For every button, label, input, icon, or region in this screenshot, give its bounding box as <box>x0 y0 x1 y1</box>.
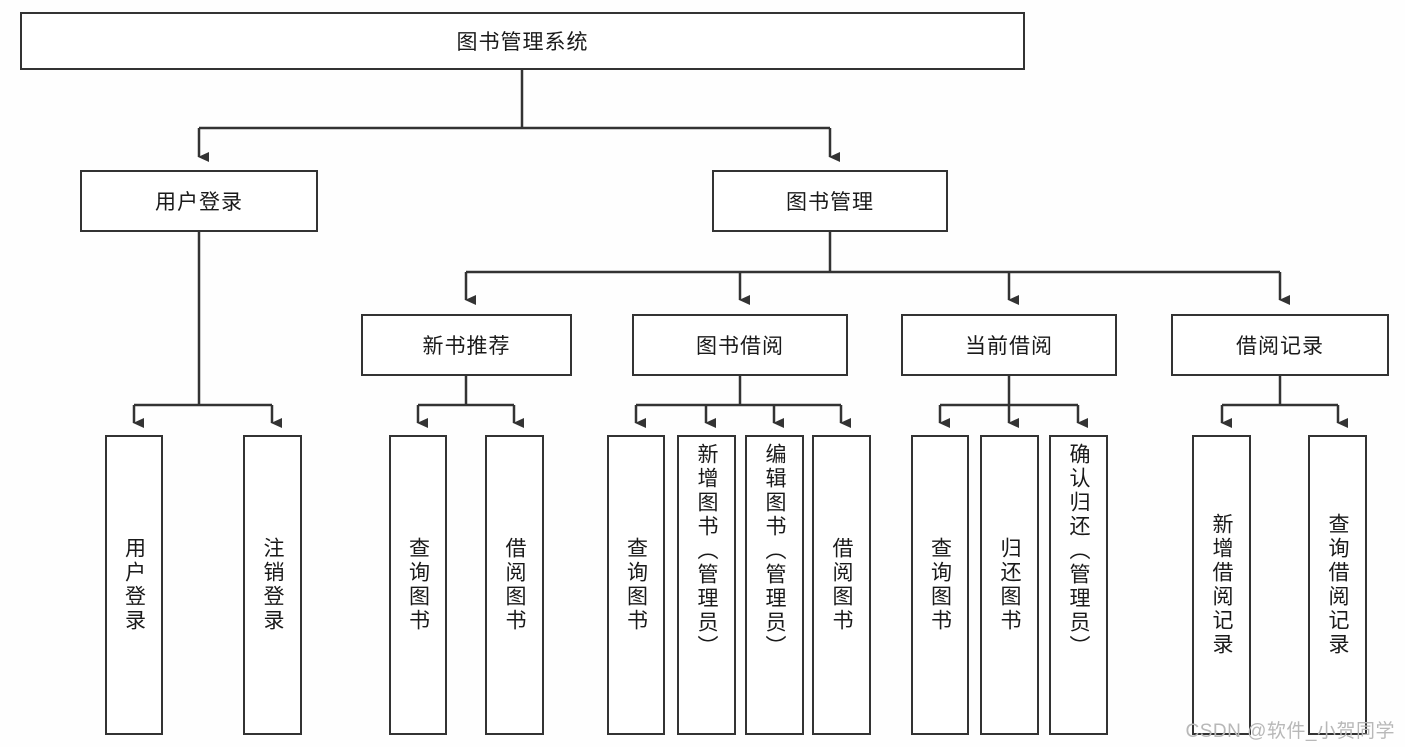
node-label: 确认归还（管理员） <box>1067 443 1090 659</box>
node-label: 查询图书 <box>406 537 430 633</box>
leaf-edit-book-admin[interactable]: 编辑图书（管理员） <box>745 435 804 735</box>
node-root-book-management-system[interactable]: 图书管理系统 <box>20 12 1025 70</box>
node-label: 当前借阅 <box>965 335 1053 358</box>
leaf-query-book-recommend[interactable]: 查询图书 <box>389 435 447 735</box>
node-label: 注销登录 <box>261 537 284 633</box>
node-label: 借阅图书 <box>830 537 853 633</box>
leaf-query-book-current[interactable]: 查询图书 <box>911 435 969 735</box>
leaf-borrow-book[interactable]: 借阅图书 <box>812 435 871 735</box>
node-label: 借阅记录 <box>1236 335 1324 358</box>
node-label: 图书管理系统 <box>456 31 589 54</box>
node-label: 新增借阅记录 <box>1210 513 1233 657</box>
leaf-return-book[interactable]: 归还图书 <box>980 435 1039 735</box>
leaf-logout[interactable]: 注销登录 <box>243 435 302 735</box>
node-user-login[interactable]: 用户登录 <box>80 170 318 232</box>
leaf-borrow-book-recommend[interactable]: 借阅图书 <box>485 435 544 735</box>
leaf-query-book-borrow[interactable]: 查询图书 <box>607 435 665 735</box>
node-borrow-record[interactable]: 借阅记录 <box>1171 314 1389 376</box>
node-book-borrow[interactable]: 图书借阅 <box>632 314 848 376</box>
node-label: 图书管理 <box>786 191 874 214</box>
node-label: 用户登录 <box>122 537 146 633</box>
watermark-text: CSDN @软件_小贺同学 <box>1185 721 1395 742</box>
node-label: 归还图书 <box>998 537 1021 633</box>
node-book-management[interactable]: 图书管理 <box>712 170 948 232</box>
node-label: 查询图书 <box>624 537 648 633</box>
node-label: 新增图书（管理员） <box>695 443 718 659</box>
node-label: 查询图书 <box>928 537 952 633</box>
node-label: 新书推荐 <box>422 335 511 358</box>
leaf-add-book-admin[interactable]: 新增图书（管理员） <box>677 435 736 735</box>
leaf-user-login[interactable]: 用户登录 <box>105 435 163 735</box>
node-label: 编辑图书（管理员） <box>763 443 786 659</box>
leaf-confirm-return-admin[interactable]: 确认归还（管理员） <box>1049 435 1108 735</box>
node-label: 图书借阅 <box>696 335 784 358</box>
node-current-borrow[interactable]: 当前借阅 <box>901 314 1117 376</box>
node-label: 借阅图书 <box>503 537 526 633</box>
node-label: 查询借阅记录 <box>1326 513 1349 657</box>
leaf-query-borrow-record[interactable]: 查询借阅记录 <box>1308 435 1367 735</box>
node-label: 用户登录 <box>155 191 243 214</box>
leaf-add-borrow-record[interactable]: 新增借阅记录 <box>1192 435 1251 735</box>
node-new-book-recommend[interactable]: 新书推荐 <box>361 314 572 376</box>
